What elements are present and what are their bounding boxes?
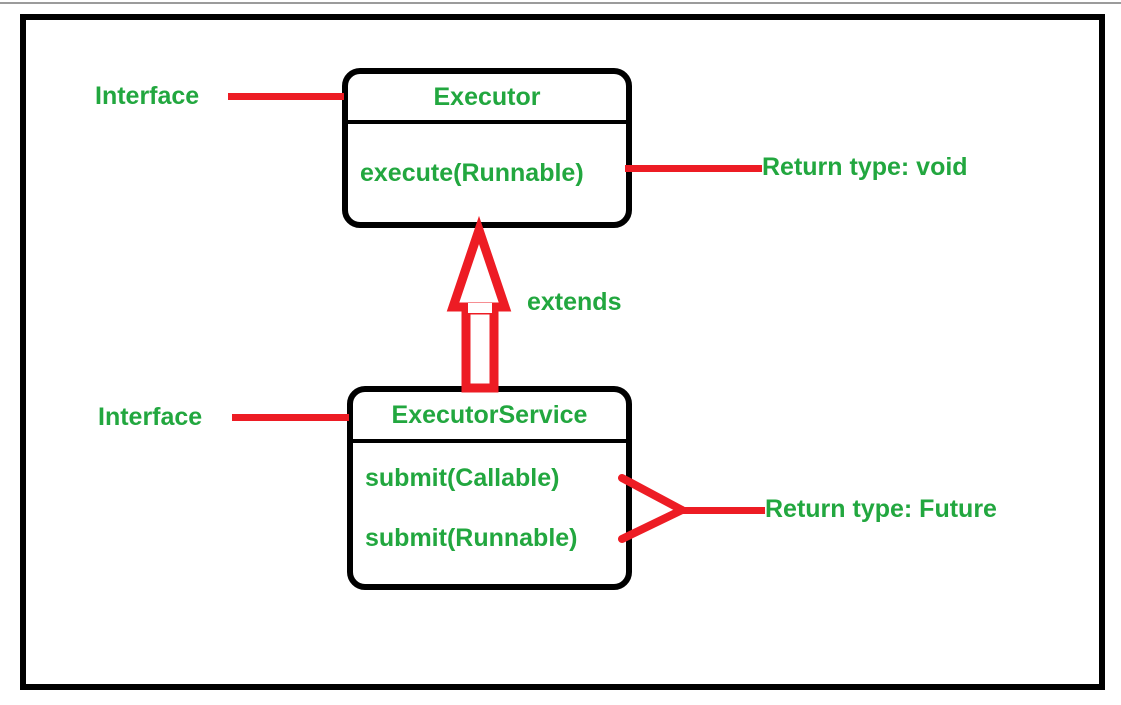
class-member-submit-callable: submit(Callable) bbox=[365, 463, 560, 492]
leader-line-return-type-future bbox=[680, 507, 765, 514]
annotation-return-type-future: Return type: Future bbox=[765, 495, 997, 523]
leader-line-return-type-void bbox=[625, 165, 762, 172]
class-member-row[interactable]: submit(Callable) bbox=[353, 448, 626, 508]
relationship-label-extends: extends bbox=[527, 288, 622, 316]
class-name-executor: Executor bbox=[433, 82, 541, 111]
annotation-interface-executor-service: Interface bbox=[98, 403, 203, 431]
leader-line-interface-executor bbox=[228, 93, 344, 100]
class-member-row[interactable]: submit(Runnable) bbox=[353, 508, 626, 568]
class-name-executor-service: ExecutorService bbox=[391, 401, 588, 429]
leader-line-interface-executor-service bbox=[232, 414, 349, 421]
annotation-return-type-void: Return type: void bbox=[762, 153, 968, 181]
top-divider-rule bbox=[0, 2, 1121, 4]
class-title-cell-executor-service: ExecutorService bbox=[353, 392, 626, 443]
class-box-executor[interactable]: Executor execute(Runnable) bbox=[342, 68, 632, 228]
class-members-executor-service: submit(Callable) submit(Runnable) bbox=[353, 448, 626, 584]
class-members-executor: execute(Runnable) bbox=[348, 124, 626, 222]
class-title-cell-executor: Executor bbox=[348, 74, 626, 124]
annotation-interface-executor: Interface bbox=[95, 82, 200, 110]
class-member-execute-runnable: execute(Runnable) bbox=[360, 158, 584, 187]
class-member-row[interactable]: execute(Runnable) bbox=[348, 124, 626, 222]
class-box-executor-service[interactable]: ExecutorService submit(Callable) submit(… bbox=[347, 386, 632, 590]
class-member-submit-runnable: submit(Runnable) bbox=[365, 523, 578, 552]
